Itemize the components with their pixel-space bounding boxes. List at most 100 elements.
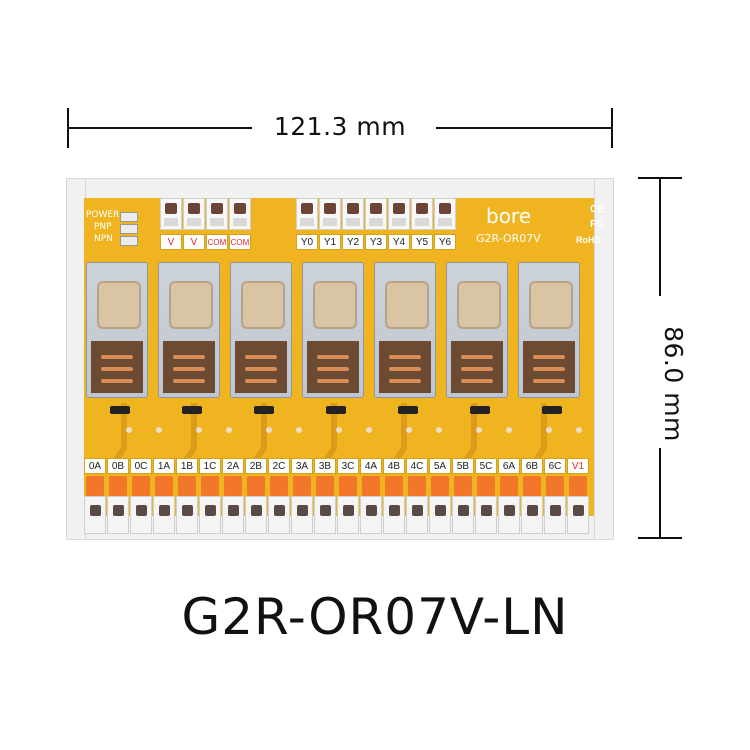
- output-terminal-5b[interactable]: [452, 476, 474, 534]
- power-label-v2: V: [183, 234, 205, 250]
- model-title: G2R-OR07V-LN: [181, 588, 569, 646]
- output-terminal-4c[interactable]: [406, 476, 428, 534]
- npn-led: [120, 236, 138, 246]
- input-terminal-y5[interactable]: [411, 198, 433, 230]
- diode-1: [182, 406, 202, 414]
- relay-row: [84, 262, 594, 402]
- output-terminal-6b[interactable]: [521, 476, 543, 534]
- output-terminal-v1[interactable]: [567, 476, 589, 534]
- input-label-y2: Y2: [342, 234, 364, 250]
- output-label-1a: 1A: [153, 458, 175, 474]
- ce-mark: CE: [590, 204, 604, 215]
- output-label-5a: 5A: [429, 458, 451, 474]
- width-dimension-label: 121.3 mm: [262, 112, 418, 141]
- input-terminal-y2[interactable]: [342, 198, 364, 230]
- relay-3: [302, 262, 364, 398]
- input-terminal-block: Y0 Y1 Y2 Y3 Y4 Y5 Y6: [296, 198, 460, 252]
- output-terminal-3b[interactable]: [314, 476, 336, 534]
- power-label-com1: COM: [206, 234, 228, 250]
- brand-logo: bore: [486, 204, 532, 228]
- indicator-npn-label: NPN: [94, 234, 113, 244]
- output-terminal-4a[interactable]: [360, 476, 382, 534]
- input-label-y4: Y4: [388, 234, 410, 250]
- output-terminal-block: [84, 476, 594, 536]
- output-label-4c: 4C: [406, 458, 428, 474]
- input-terminal-y0[interactable]: [296, 198, 318, 230]
- pnp-led: [120, 224, 138, 234]
- output-terminal-4b[interactable]: [383, 476, 405, 534]
- output-terminal-1b[interactable]: [176, 476, 198, 534]
- output-terminal-6c[interactable]: [544, 476, 566, 534]
- output-label-6b: 6B: [521, 458, 543, 474]
- diode-6: [542, 406, 562, 414]
- power-terminal-3[interactable]: [206, 198, 228, 230]
- output-terminal-0c[interactable]: [130, 476, 152, 534]
- relay-6: [518, 262, 580, 398]
- input-label-y3: Y3: [365, 234, 387, 250]
- output-label-5c: 5C: [475, 458, 497, 474]
- relay-4: [374, 262, 436, 398]
- power-terminal-4[interactable]: [229, 198, 251, 230]
- input-label-y0: Y0: [296, 234, 318, 250]
- diode-5: [470, 406, 490, 414]
- power-terminal-block: V V COM COM: [160, 198, 252, 252]
- output-label-v1: V1: [567, 458, 589, 474]
- relay-5: [446, 262, 508, 398]
- output-terminal-3c[interactable]: [337, 476, 359, 534]
- diode-0: [110, 406, 130, 414]
- output-label-row: 0A 0B 0C 1A 1B 1C 2A 2B 2C 3A 3B 3C 4A 4…: [84, 458, 594, 476]
- indicator-power-label: POWER: [86, 210, 120, 220]
- output-label-2c: 2C: [268, 458, 290, 474]
- diode-4: [398, 406, 418, 414]
- power-label-com2: COM: [229, 234, 251, 250]
- output-label-0a: 0A: [84, 458, 106, 474]
- output-label-6c: 6C: [544, 458, 566, 474]
- output-terminal-6a[interactable]: [498, 476, 520, 534]
- output-label-3a: 3A: [291, 458, 313, 474]
- output-label-1b: 1B: [176, 458, 198, 474]
- output-terminal-0a[interactable]: [84, 476, 106, 534]
- output-terminal-3a[interactable]: [291, 476, 313, 534]
- input-label-y1: Y1: [319, 234, 341, 250]
- input-terminal-y6[interactable]: [434, 198, 456, 230]
- output-label-5b: 5B: [452, 458, 474, 474]
- height-dimension-label: 86.0 mm: [659, 326, 688, 442]
- relay-0: [86, 262, 148, 398]
- input-terminal-y1[interactable]: [319, 198, 341, 230]
- rohs-mark: RoHS: [576, 235, 601, 245]
- input-label-y6: Y6: [434, 234, 456, 250]
- rail-end-left: [66, 178, 86, 540]
- rail-end-right: [594, 178, 614, 540]
- output-label-2a: 2A: [222, 458, 244, 474]
- output-label-6a: 6A: [498, 458, 520, 474]
- output-terminal-2a[interactable]: [222, 476, 244, 534]
- output-label-4b: 4B: [383, 458, 405, 474]
- output-terminal-0b[interactable]: [107, 476, 129, 534]
- output-terminal-1c[interactable]: [199, 476, 221, 534]
- diode-row: [84, 404, 594, 416]
- power-terminal-1[interactable]: [160, 198, 182, 230]
- output-label-4a: 4A: [360, 458, 382, 474]
- output-label-3c: 3C: [337, 458, 359, 474]
- output-label-2b: 2B: [245, 458, 267, 474]
- output-label-0b: 0B: [107, 458, 129, 474]
- output-label-0c: 0C: [130, 458, 152, 474]
- output-terminal-5c[interactable]: [475, 476, 497, 534]
- diode-2: [254, 406, 274, 414]
- output-terminal-5a[interactable]: [429, 476, 451, 534]
- relay-2: [230, 262, 292, 398]
- diode-3: [326, 406, 346, 414]
- output-terminal-2c[interactable]: [268, 476, 290, 534]
- input-terminal-y4[interactable]: [388, 198, 410, 230]
- indicator-pnp-label: PNP: [94, 222, 112, 232]
- output-label-3b: 3B: [314, 458, 336, 474]
- relay-1: [158, 262, 220, 398]
- output-terminal-2b[interactable]: [245, 476, 267, 534]
- power-led: [120, 212, 138, 222]
- output-terminal-1a[interactable]: [153, 476, 175, 534]
- power-terminal-2[interactable]: [183, 198, 205, 230]
- board-model-print: G2R-OR07V: [476, 232, 541, 245]
- fc-mark: FC: [590, 219, 604, 230]
- input-terminal-y3[interactable]: [365, 198, 387, 230]
